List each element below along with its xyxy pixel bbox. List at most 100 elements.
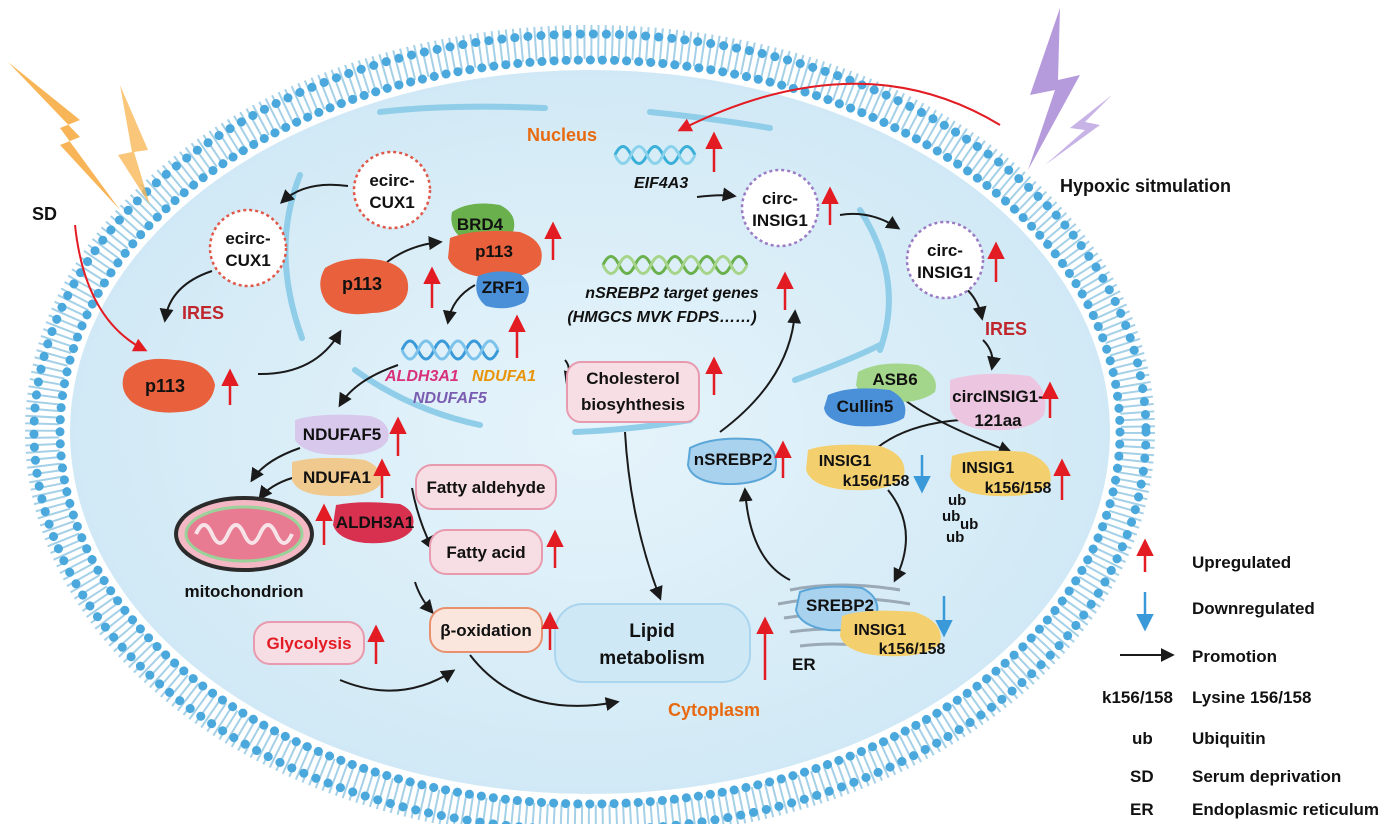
ecirc-a-line2: CUX1 bbox=[369, 193, 414, 212]
target-genes-line2: (HMGCS MVK FDPS……) bbox=[567, 309, 756, 326]
insig1-protein-er: INSIG1 k156/158 bbox=[840, 610, 946, 658]
lipid-metabolism-box: Lipid metabolism bbox=[554, 603, 751, 683]
circinsig1-121aa-line2: 121aa bbox=[974, 411, 1022, 430]
aldh3a1-protein-label: ALDH3A1 bbox=[336, 513, 414, 532]
circ-insig1-nuc-line1: circ- bbox=[762, 189, 798, 208]
insig1-right-line1: INSIG1 bbox=[962, 460, 1015, 477]
ecirc-b-line1: ecirc- bbox=[225, 229, 270, 248]
ecirc-cux1-cytoplasm: ecirc- CUX1 bbox=[208, 208, 288, 288]
circ-insig1-cytoplasm: circ- INSIG1 bbox=[905, 220, 985, 300]
sd-label: SD bbox=[32, 204, 57, 224]
asb6-label: ASB6 bbox=[872, 370, 917, 389]
brd4-p113-zrf1-complex: BRD4 p113 ZRF1 bbox=[448, 203, 542, 309]
circ-insig1-cyto-line1: circ- bbox=[927, 241, 963, 260]
fatty-acid-box: Fatty acid bbox=[429, 529, 543, 575]
legend-sd-desc: Serum deprivation bbox=[1192, 767, 1341, 786]
mitochondrion-icon bbox=[174, 496, 314, 572]
asb6-cullin5-complex: ASB6 Cullin5 bbox=[824, 363, 936, 427]
legend-ub-key: ub bbox=[1132, 729, 1153, 748]
hypoxic-label: Hypoxic sitmulation bbox=[1060, 176, 1231, 196]
fatty-aldehyde-label: Fatty aldehyde bbox=[426, 478, 545, 497]
srebp2-label: SREBP2 bbox=[806, 596, 874, 615]
cholesterol-biosynthesis-box: Cholesterol biosyhthesis bbox=[566, 361, 700, 423]
circinsig1-121aa-line1: circINSIG1- bbox=[952, 387, 1044, 406]
lipid-line2: metabolism bbox=[599, 648, 705, 669]
legend-promotion: Promotion bbox=[1192, 647, 1277, 666]
p113-cyto-label: p113 bbox=[145, 376, 185, 396]
legend-upregulated: Upregulated bbox=[1192, 553, 1291, 572]
upregulation-arrows bbox=[221, 131, 1071, 680]
fatty-acid-label: Fatty acid bbox=[446, 543, 525, 562]
insig1-right-line2: k156/158 bbox=[985, 480, 1052, 497]
ndufaf5-protein-label: NDUFAF5 bbox=[303, 425, 381, 444]
fatty-aldehyde-box: Fatty aldehyde bbox=[415, 464, 557, 510]
lightning-sd-icon bbox=[8, 62, 150, 210]
ub-1: ub bbox=[948, 492, 966, 509]
beta-oxidation-label: β-oxidation bbox=[440, 621, 532, 640]
glycolysis-label: Glycolysis bbox=[266, 634, 351, 653]
ndufa-protein-label: NDUFA1 bbox=[303, 468, 371, 487]
dna-helix-genes bbox=[400, 339, 500, 361]
p113-complex-label: p113 bbox=[475, 242, 513, 261]
mitochondrion-label: mitochondrion bbox=[185, 582, 304, 601]
legend-ub-desc: Ubiquitin bbox=[1192, 729, 1266, 748]
chol-line1: Cholesterol bbox=[586, 369, 680, 388]
cytoplasm-label: Cytoplasm bbox=[668, 700, 760, 720]
ub-2: ub bbox=[942, 508, 960, 525]
aldh3a1-gene-label: ALDH3A1 bbox=[384, 368, 459, 385]
brd4-label: BRD4 bbox=[457, 215, 504, 234]
aldh3a1-protein: ALDH3A1 bbox=[333, 502, 414, 544]
target-genes-line1: nSREBP2 target genes bbox=[585, 285, 758, 302]
insig1-protein-right: INSIG1 k156/158 bbox=[950, 450, 1052, 497]
ub-4: ub bbox=[946, 529, 964, 546]
glycolysis-box: Glycolysis bbox=[253, 621, 365, 665]
legend-k156-key: k156/158 bbox=[1102, 688, 1173, 707]
promotion-arrows bbox=[159, 183, 1013, 711]
circ-insig1-cyto-line2: INSIG1 bbox=[917, 263, 973, 282]
insig1-left-line1: INSIG1 bbox=[819, 453, 872, 470]
ecirc-b-line2: CUX1 bbox=[225, 251, 270, 270]
ecirc-a-line1: ecirc- bbox=[369, 171, 414, 190]
nsrebp2-label: nSREBP2 bbox=[694, 450, 772, 469]
ndufa1-protein: NDUFA1 bbox=[292, 457, 381, 497]
nsrebp2-protein: nSREBP2 bbox=[686, 437, 777, 486]
insig1-protein-left: INSIG1 k156/158 bbox=[806, 444, 910, 491]
zrf1-label: ZRF1 bbox=[482, 278, 525, 297]
beta-oxidation-box: β-oxidation bbox=[429, 607, 543, 653]
ires-right-label: IRES bbox=[985, 319, 1027, 339]
legend-downregulated: Downregulated bbox=[1192, 599, 1315, 618]
target-genes-helix bbox=[601, 255, 749, 275]
ecirc-cux1-nucleus: ecirc- CUX1 bbox=[352, 150, 432, 230]
ndufaf5-gene-label: NDUFAF5 bbox=[413, 390, 488, 407]
p113-nuc-label: p113 bbox=[342, 274, 382, 294]
downregulation-arrows bbox=[913, 455, 953, 638]
insig1-er-line1: INSIG1 bbox=[854, 622, 907, 639]
ndufa1-gene-label: NDUFA1 bbox=[472, 368, 536, 385]
lipid-line1: Lipid bbox=[629, 621, 674, 642]
nucleus-label: Nucleus bbox=[527, 125, 597, 145]
insig1-left-line2: k156/158 bbox=[843, 473, 910, 490]
legend-er-key: ER bbox=[1130, 800, 1154, 819]
ubiquitin-chain: ub ub ub ub bbox=[942, 492, 978, 546]
legend-k156-desc: Lysine 156/158 bbox=[1192, 688, 1311, 707]
stimulus-arrows bbox=[74, 82, 1001, 352]
circ-insig1-nucleus: circ- INSIG1 bbox=[740, 168, 820, 248]
legend-sd-key: SD bbox=[1130, 767, 1154, 786]
er-label: ER bbox=[792, 655, 816, 674]
ub-3: ub bbox=[960, 516, 978, 533]
circinsig1-121aa-peptide: circINSIG1- 121aa bbox=[950, 373, 1046, 431]
insig1-er-line2: k156/158 bbox=[879, 641, 946, 658]
ndufaf5-protein: NDUFAF5 bbox=[295, 414, 389, 456]
p113-protein-cytoplasm: p113 bbox=[122, 358, 215, 413]
chol-line2: biosyhthesis bbox=[581, 395, 685, 414]
eif4a3-helix bbox=[613, 145, 697, 165]
legend-er-desc: Endoplasmic reticulum bbox=[1192, 800, 1379, 819]
circ-insig1-nuc-line2: INSIG1 bbox=[752, 211, 808, 230]
eif4a3-label: EIF4A3 bbox=[634, 175, 688, 192]
p113-protein-nucleus: p113 bbox=[320, 258, 409, 315]
ires-left-label: IRES bbox=[182, 303, 224, 323]
legend: Upregulated Downregulated Promotion k156… bbox=[1102, 538, 1379, 819]
lightning-hypoxia-icon bbox=[1028, 8, 1112, 170]
